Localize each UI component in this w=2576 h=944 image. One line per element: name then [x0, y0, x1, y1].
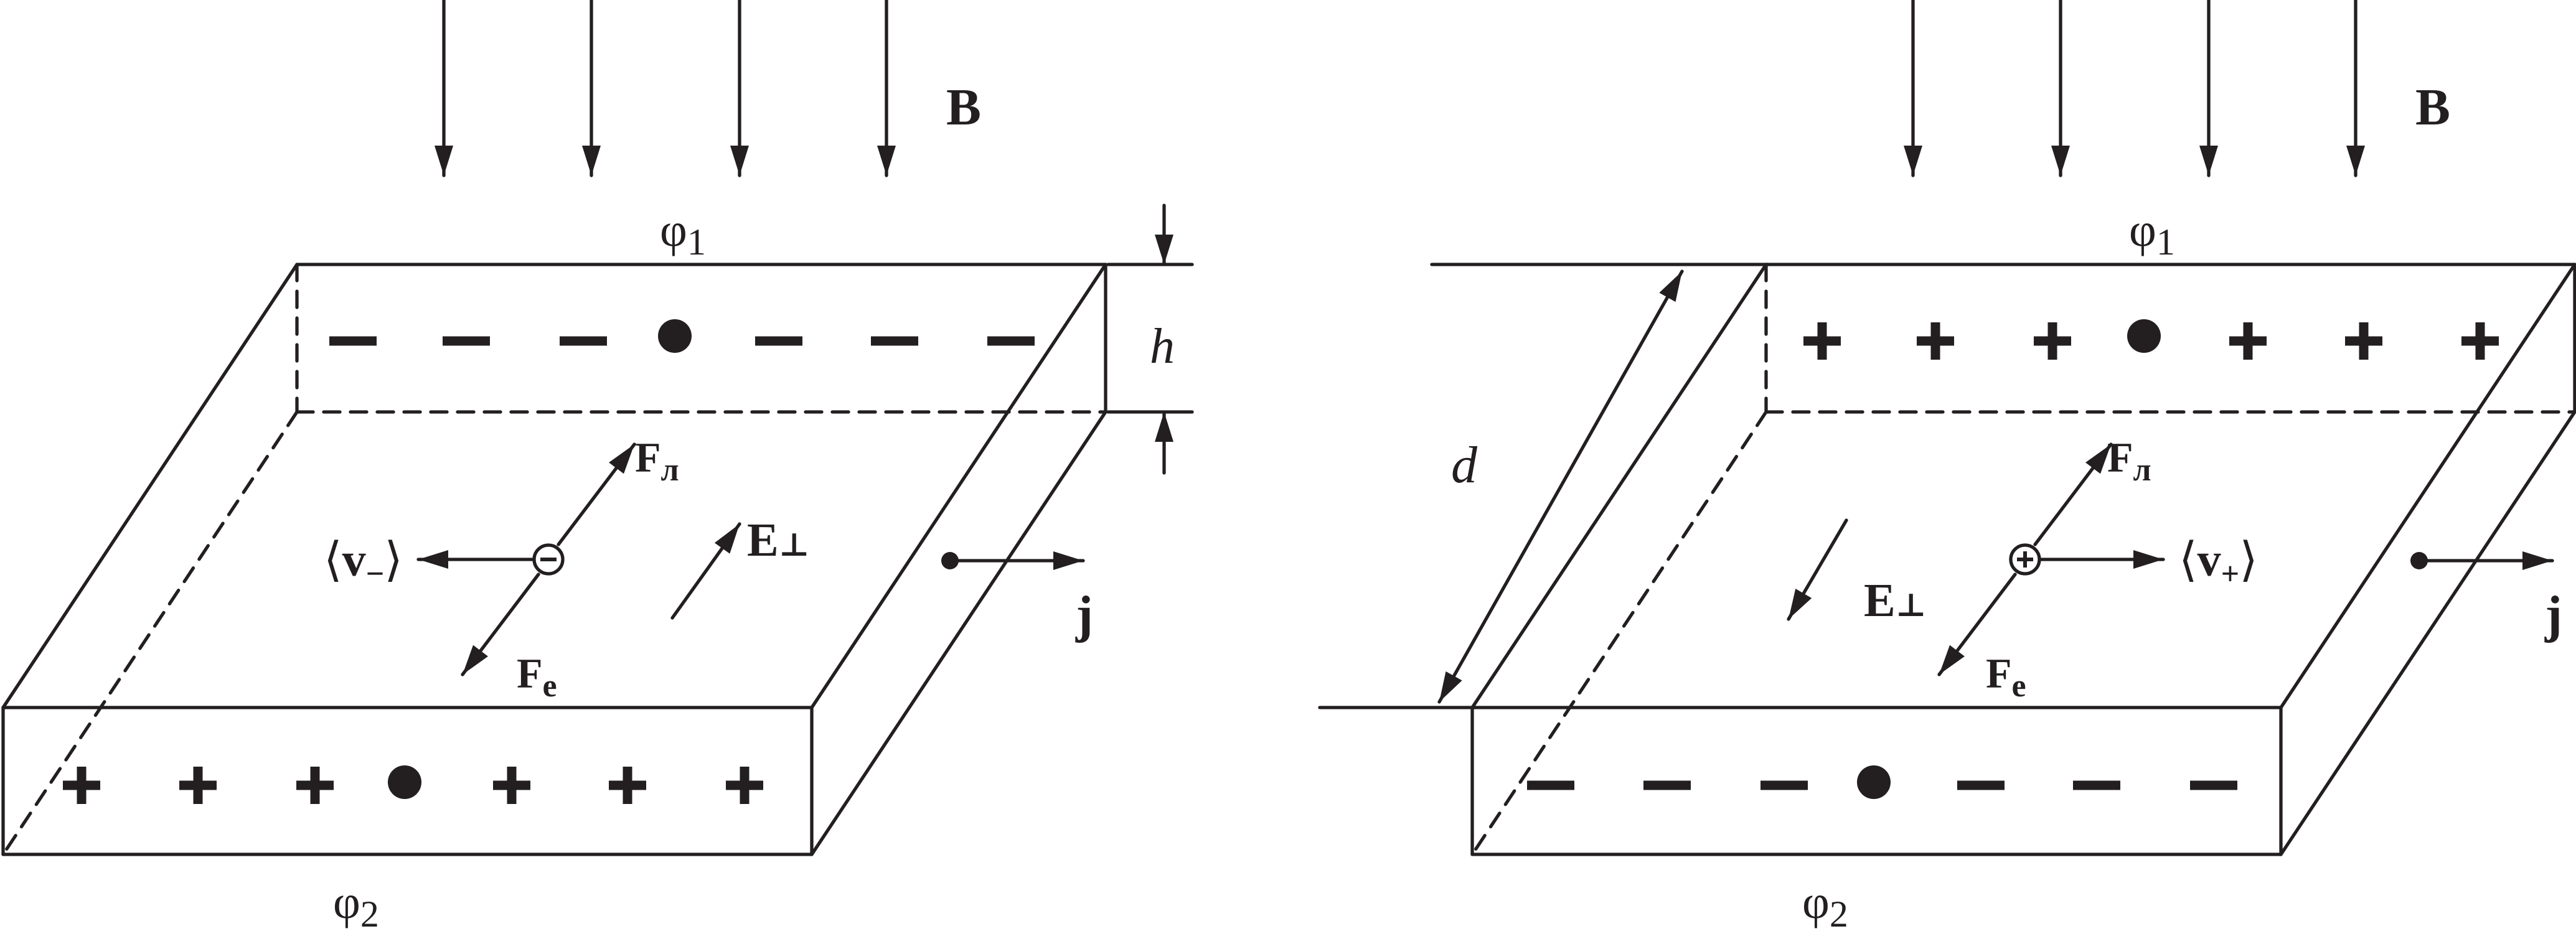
top-charge-6 — [2461, 322, 2499, 360]
e-field-arrow-head — [1789, 588, 1812, 619]
b-field-arrow-3-head — [730, 146, 749, 175]
b-field-arrow-2-head — [582, 146, 601, 175]
top-charge-3 — [2034, 322, 2071, 360]
e-field-label: E⊥ — [747, 514, 810, 566]
e-field-arrow-head — [714, 524, 740, 554]
phi1-label: φ1 — [2129, 204, 2175, 263]
velocity-arrow-head — [418, 550, 448, 569]
bottom-charge-2 — [179, 767, 217, 804]
bottom-right-edge — [810, 410, 1107, 856]
top-charge-3-v — [2047, 322, 2057, 360]
electric-force-label: Fe — [517, 650, 557, 704]
carrier-sign-v — [2023, 551, 2027, 568]
top-center-dot — [658, 319, 692, 353]
top-charge-6 — [987, 336, 1035, 346]
top-charge-5 — [871, 336, 918, 346]
top-right-edge — [810, 263, 1107, 709]
bottom-center-dot — [1857, 765, 1891, 799]
velocity-arrow-head — [2133, 550, 2163, 569]
bottom-charge-4 — [493, 767, 530, 804]
top-charge-5-v — [2359, 322, 2369, 360]
lorentz-force-label: Fл — [635, 434, 679, 488]
lorentz-force-label: Fл — [2107, 434, 2151, 488]
hidden-bottom-left-edge — [1, 410, 299, 856]
d-dim-arrow-top — [1659, 271, 1682, 302]
top-left-edge — [1470, 263, 1768, 709]
bottom-charge-1 — [63, 767, 100, 804]
top-charge-2-v — [1930, 322, 1940, 360]
bottom-charge-6 — [726, 767, 763, 804]
electric-force-label: Fe — [1986, 650, 2026, 704]
bottom-charge-4 — [1957, 780, 2005, 790]
lorentz-force-arrow-head — [609, 444, 634, 474]
phi1-label: φ1 — [660, 204, 706, 263]
top-charge-2 — [1917, 322, 1954, 360]
b-field-arrow-2-head — [2051, 146, 2070, 175]
b-field-label: B — [946, 78, 981, 136]
top-charge-5 — [2345, 322, 2382, 360]
carrier-sign-h — [540, 558, 557, 561]
b-field-arrow-4-head — [2346, 146, 2365, 175]
bottom-center-dot — [388, 765, 421, 799]
top-charge-4 — [755, 336, 802, 346]
bottom-charge-6-v — [740, 767, 750, 804]
b-field-label: B — [2415, 78, 2450, 136]
top-charge-4 — [2229, 322, 2267, 360]
electric-force-arrow-head — [1939, 645, 1965, 675]
d-dim-arrow-bottom — [1439, 671, 1462, 702]
electric-force-arrow-head — [463, 645, 488, 675]
bottom-charge-1 — [1527, 780, 1574, 790]
d-label: d — [1451, 436, 1478, 494]
top-charge-2 — [443, 336, 490, 346]
b-field-arrow-1-head — [1904, 146, 1922, 175]
top-charge-6-v — [2475, 322, 2485, 360]
bottom-charge-2 — [1643, 780, 1691, 790]
bottom-charge-6 — [2190, 780, 2237, 790]
h-dim-arrow-down-head — [1155, 235, 1173, 264]
b-field-arrow-1-head — [435, 146, 453, 175]
j-arrow-head — [1053, 551, 1083, 570]
top-right-edge — [2279, 263, 2576, 709]
bottom-charge-1-v — [77, 767, 87, 804]
b-field-arrow-4-head — [877, 146, 896, 175]
lorentz-force-arrow-head — [2085, 444, 2111, 474]
j-label: j — [2544, 586, 2562, 643]
top-charge-4-v — [2243, 322, 2253, 360]
bottom-charge-2-v — [193, 767, 203, 804]
j-arrow-head — [2522, 551, 2552, 570]
bottom-charge-3-v — [310, 767, 320, 804]
top-charge-3 — [560, 336, 607, 346]
top-charge-1 — [1803, 322, 1841, 360]
bottom-charge-5 — [609, 767, 646, 804]
bottom-charge-5-v — [623, 767, 632, 804]
bottom-charge-3 — [296, 767, 334, 804]
b-field-arrow-3-head — [2199, 146, 2218, 175]
bottom-charge-3 — [1760, 780, 1808, 790]
e-field-label: E⊥ — [1864, 574, 1927, 627]
d-dim-line — [1437, 269, 1684, 704]
electron-carrier — [532, 543, 565, 576]
bottom-right-edge — [2279, 410, 2576, 856]
hidden-bottom-left-edge — [1470, 410, 1768, 856]
top-center-dot — [2127, 319, 2161, 353]
phi2-label: φ2 — [1802, 876, 1848, 935]
top-charge-1 — [329, 336, 377, 346]
phi2-label: φ2 — [333, 876, 379, 935]
j-label: j — [1075, 586, 1093, 643]
velocity-label: ⟨v+⟩ — [2179, 534, 2258, 592]
hole-carrier — [2009, 543, 2041, 576]
bottom-charge-5 — [2073, 780, 2120, 790]
h-label: h — [1150, 319, 1175, 374]
top-left-edge — [1, 263, 299, 709]
top-charge-1-v — [1817, 322, 1827, 360]
velocity-label: ⟨v−⟩ — [324, 534, 403, 592]
h-dim-arrow-up-head — [1155, 412, 1173, 442]
bottom-charge-4-v — [507, 767, 517, 804]
